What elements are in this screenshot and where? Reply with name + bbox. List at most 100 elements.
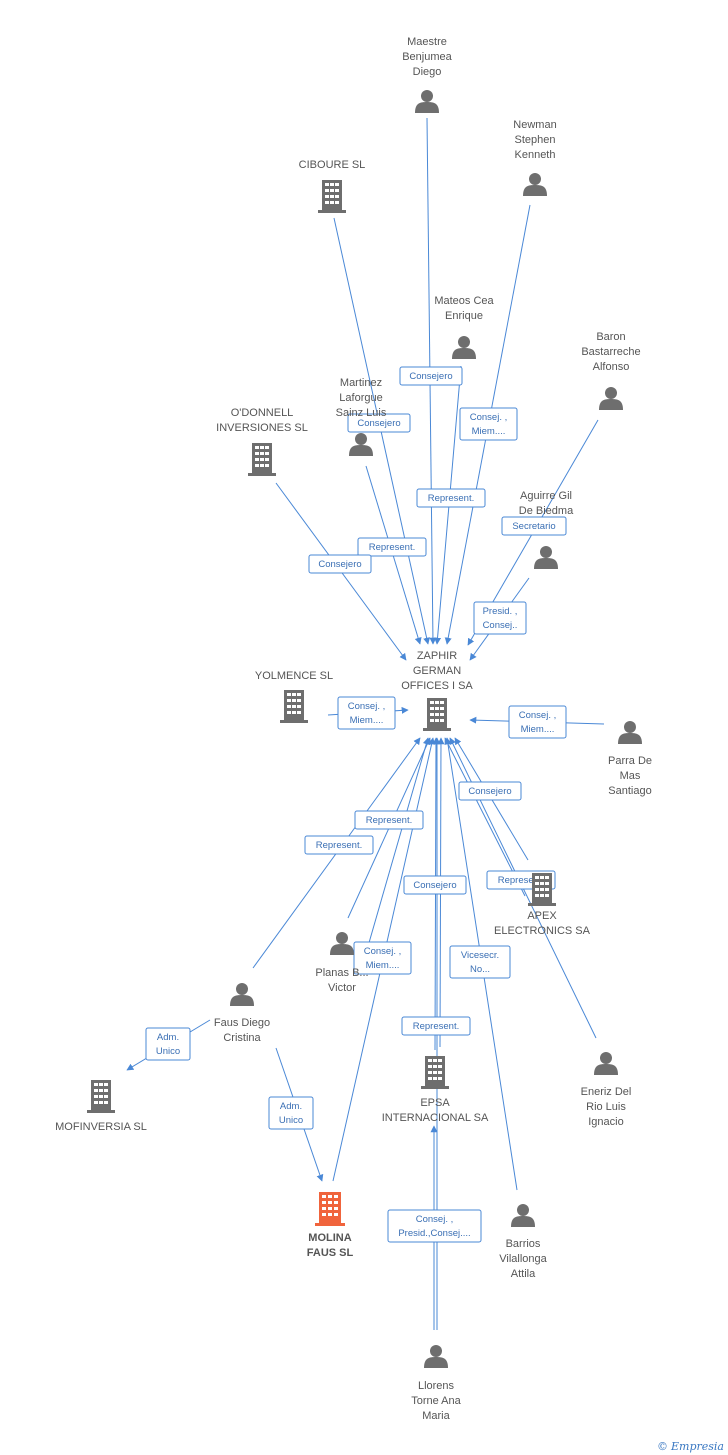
edge-label-box[interactable]: Represent. xyxy=(304,835,374,855)
edge-label-frame xyxy=(268,1096,314,1130)
node-label: MOLINA xyxy=(308,1232,351,1244)
node-label: Newman xyxy=(513,119,556,131)
node-label: Kenneth xyxy=(515,149,556,161)
edge-label-text: Consejero xyxy=(357,418,400,429)
person-icon xyxy=(424,1345,448,1368)
node-label: INTERNACIONAL SA xyxy=(382,1112,489,1124)
person-icon xyxy=(511,1204,535,1227)
edge-label-text: Consej.. xyxy=(483,620,518,631)
node-label: Santiago xyxy=(608,785,651,797)
edge-label-text: Consej. , xyxy=(470,412,508,423)
edge-label-box[interactable]: Consej. ,Presid.,Consej.... xyxy=(387,1209,482,1243)
edge-label-box[interactable]: Consejero xyxy=(403,875,467,895)
edge-label-frame xyxy=(401,1016,471,1036)
edge-label-box[interactable]: Consej. ,Miem.... xyxy=(508,705,567,739)
node-label: Planas B... xyxy=(315,967,368,979)
node-label: Faus Diego xyxy=(214,1017,270,1029)
node-label: Mateos Cea xyxy=(434,295,494,307)
copyright-icon: © xyxy=(657,1440,668,1453)
node-label: Barrios xyxy=(506,1238,541,1250)
edge-label-box[interactable]: Consej. ,Miem.... xyxy=(459,407,518,441)
building-icon xyxy=(280,690,308,723)
node-label: Attila xyxy=(511,1268,536,1280)
edge-label-text: Consejero xyxy=(468,786,511,797)
edge-label-text: Represent. xyxy=(366,815,412,826)
edge-label-frame xyxy=(304,835,374,855)
node-label: YOLMENCE SL xyxy=(255,670,333,682)
edge-label-text: Unico xyxy=(279,1115,303,1126)
edge-label-box[interactable]: Consejero xyxy=(347,413,411,433)
edge-label-box[interactable]: Presid. ,Consej.. xyxy=(473,601,527,635)
edge-label-box[interactable]: Represent. xyxy=(401,1016,471,1036)
edge-label-box[interactable]: Represent. xyxy=(357,537,427,557)
node-label: Bastarreche xyxy=(581,346,640,358)
edge-label-frame xyxy=(308,554,372,574)
edge-label-frame xyxy=(387,1209,482,1243)
building-icon xyxy=(318,180,346,213)
node-label: Mas xyxy=(620,770,641,782)
edge-label-box[interactable]: Secretario xyxy=(501,516,567,536)
node-yolmence[interactable]: YOLMENCE SL xyxy=(255,670,333,723)
edge-label-box[interactable]: Represent. xyxy=(416,488,486,508)
node-planas[interactable]: Planas B...Victor xyxy=(315,932,369,994)
edge-label-text: Represent. xyxy=(498,875,544,886)
edge-label-frame xyxy=(145,1027,191,1061)
edge-label-frame xyxy=(399,366,463,386)
edge-label-box[interactable]: Vicesecr.No... xyxy=(449,945,511,979)
node-label: Stephen xyxy=(515,134,556,146)
edge-label-text: Presid.,Consej.... xyxy=(398,1228,470,1239)
person-icon xyxy=(523,173,547,196)
edge-label-box[interactable]: Consejero xyxy=(308,554,372,574)
edge-label-box[interactable]: Consejero xyxy=(399,366,463,386)
edge-label-frame xyxy=(449,945,511,979)
node-label: De Biedma xyxy=(519,505,574,517)
edge-label-box[interactable]: Adm.Unico xyxy=(145,1027,191,1061)
edge-label-frame xyxy=(403,875,467,895)
edge-label-box[interactable]: Adm. Unico xyxy=(268,1096,314,1130)
edge-line xyxy=(359,737,430,975)
node-label: Enrique xyxy=(445,310,483,322)
edge-label-text: Adm. xyxy=(280,1101,302,1112)
node-label: CIBOURE SL xyxy=(299,159,366,171)
edge-label-text: Miem.... xyxy=(350,715,384,726)
focus-building-icon xyxy=(315,1192,345,1226)
person-icon xyxy=(349,433,373,456)
node-mofinversia[interactable]: MOFINVERSIA SL xyxy=(55,1080,147,1133)
edge-label-text: Miem.... xyxy=(521,724,555,735)
edge-label-text: Adm. xyxy=(157,1032,179,1043)
footer-brand[interactable]: ©Empresia xyxy=(657,1440,724,1453)
edge-label-box[interactable]: Consej. ,Miem.... xyxy=(353,941,412,975)
edge-label-text: Represent. xyxy=(316,840,362,851)
edge-line xyxy=(444,737,526,897)
node-label: Benjumea xyxy=(402,51,452,63)
node-label: Vilallonga xyxy=(499,1253,547,1265)
edge-label-box[interactable]: Consejero xyxy=(458,781,522,801)
edge-label-box[interactable]: Consej. ,Miem.... xyxy=(337,696,396,730)
person-icon xyxy=(534,546,558,569)
node-ciboure[interactable]: CIBOURE SL xyxy=(299,159,366,213)
node-label: Rio Luis xyxy=(586,1101,626,1113)
edge-label-box[interactable]: Represent. xyxy=(354,810,424,830)
node-label: Torne Ana xyxy=(411,1395,461,1407)
edge-label-frame xyxy=(458,781,522,801)
node-label: ZAPHIR xyxy=(417,650,457,662)
edge-label-text: No... xyxy=(470,964,490,975)
node-label: Diego xyxy=(413,66,442,78)
